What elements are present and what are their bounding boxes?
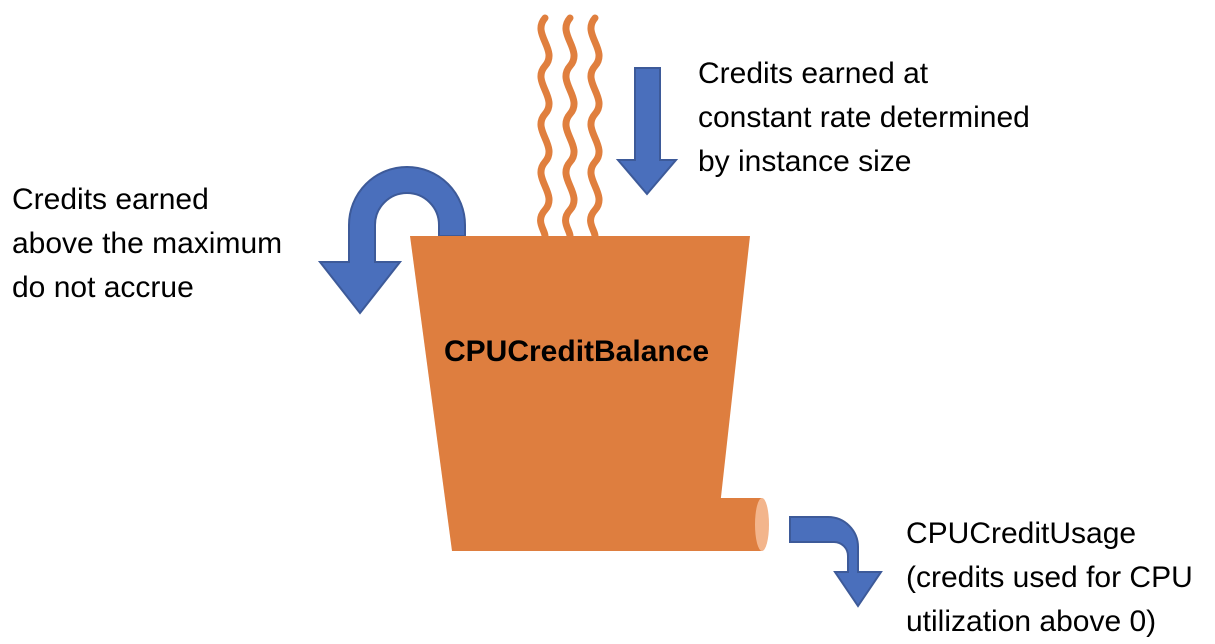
usage-line-1: CPUCreditUsage (906, 517, 1137, 550)
overflow-line-2: above the maximum (12, 227, 283, 260)
overflow-line-1: Credits earned (12, 183, 209, 216)
usage-line-2: (credits used for CPU (906, 561, 1193, 594)
bent-arrow-icon (789, 516, 883, 608)
usage-label: CPUCreditUsage (credits used for CPU uti… (906, 512, 1193, 644)
arrow-down-icon (615, 67, 679, 196)
bucket-body (410, 236, 750, 551)
earned-rate-line-2: constant rate determined (698, 101, 1030, 134)
overflow-line-3: do not accrue (12, 271, 194, 304)
overflow-label: Credits earned above the maximum do not … (12, 178, 282, 310)
u-turn-arrow-icon (317, 166, 466, 315)
wavy-lines-icon (537, 14, 603, 240)
wavy-line-2 (562, 14, 578, 240)
wavy-line-3 (587, 14, 603, 240)
wavy-line-1 (537, 14, 553, 240)
outlet-pipe-end (755, 498, 769, 551)
usage-line-3: utilization above 0) (906, 605, 1157, 638)
earned-rate-line-1: Credits earned at (698, 57, 929, 90)
earned-rate-label: Credits earned at constant rate determin… (698, 52, 1030, 184)
bucket-label: CPUCreditBalance (444, 335, 710, 368)
outlet-pipe (712, 498, 762, 551)
earned-rate-line-3: by instance size (698, 145, 912, 178)
